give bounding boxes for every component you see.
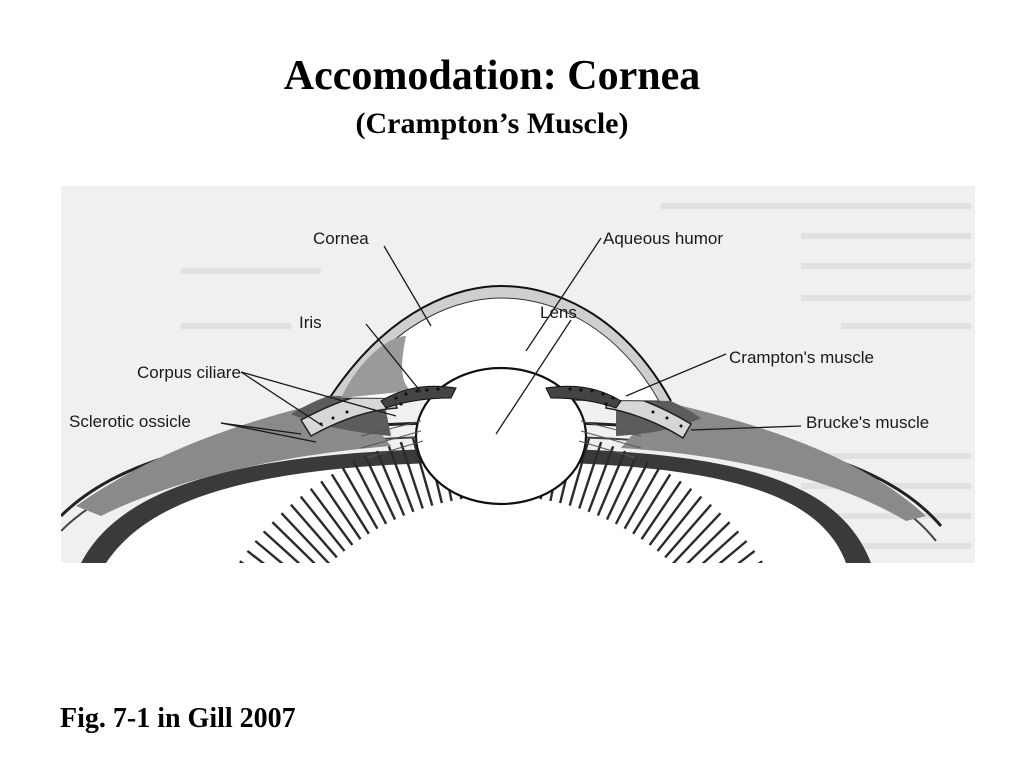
figure-caption: Fig. 7-1 in Gill 2007 [60,703,296,734]
retina-fiber [364,455,397,521]
retina-fiber [271,521,316,563]
retina-fiber [664,503,713,559]
retina-fiber [596,450,627,516]
label-cramptons-muscle: Crampton's muscle [729,348,874,367]
retina-fiber [375,450,406,516]
label-bruckes-muscle: Brucke's muscle [806,413,929,432]
retina-fiber [411,438,434,506]
retina-fiber [605,455,638,521]
retina-fiber [254,540,284,563]
retina-fiber [737,549,756,563]
retina-fiber [568,438,591,506]
label-iris: Iris [299,313,322,332]
retina-fiber [632,473,672,535]
retina-fiber [299,495,346,552]
label-sclerotic-ossicle: Sclerotic ossicle [69,412,191,431]
retina-fiber [614,461,650,525]
retina-fiber [309,487,354,546]
label-cornea: Cornea [313,229,369,248]
retina-fiber [623,467,661,530]
retina-fiber [718,540,748,563]
retina-fiber [262,530,301,563]
slide-title: Accomodation: Cornea [283,53,701,99]
leader-lines [220,237,802,443]
ciliary-body [76,386,926,521]
eyeball [61,420,943,563]
retina-fiber [686,521,731,563]
label-corpus-ciliare: Corpus ciliare [137,363,241,382]
retina-fiber [289,503,338,559]
label-aqueous-humor: Aqueous humor [603,229,723,248]
retina-fiber [656,495,703,552]
slide-subtitle: (Crampton’s Muscle) [355,107,629,140]
retina-fiber [320,480,362,540]
retina-fiber [399,441,424,509]
lens-shape [414,366,588,506]
retina-fiber [640,480,682,540]
retina-fiber [330,473,370,535]
eye-diagram: Cornea Aqueous humor Iris Lens Crampton'… [61,186,975,563]
retina-fiber [387,445,415,513]
retina-fiber [352,461,388,525]
retina-fiber [578,441,603,509]
retina-fiber [648,487,693,546]
eye-diagram-drawing: Cornea Aqueous humor Iris Lens Crampton'… [61,186,975,563]
anterior-segment [319,284,683,506]
label-lens: Lens [540,303,577,322]
retina-fiber [587,445,615,513]
retina-fiber [671,512,722,563]
retina-fiber [280,512,331,563]
retina-fiber [701,530,740,563]
retina-fiber [341,467,379,530]
retina-fiber [246,549,265,563]
